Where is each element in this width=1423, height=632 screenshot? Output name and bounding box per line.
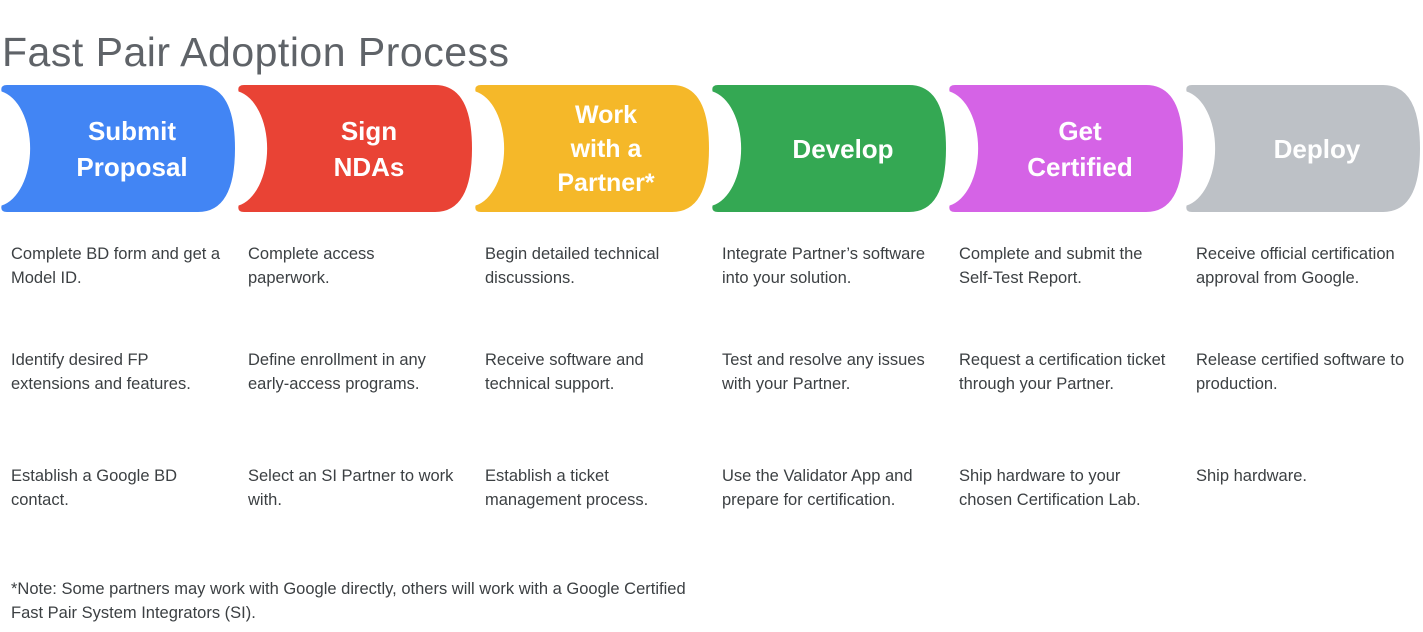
- step-text: Use the Validator App and prepare for ce…: [722, 467, 913, 509]
- stage-arrow-shape: [1, 85, 236, 212]
- process-stages-row: Submit Proposal Sign NDAs Work with a Pa…: [0, 85, 1423, 212]
- step-text: Release certified software to production…: [1196, 351, 1405, 393]
- stage-shape-path: [1, 85, 236, 212]
- stage-shape-path: [1186, 85, 1420, 212]
- stage-develop: Develop: [711, 85, 948, 212]
- stage-work-with-partner: Work with a Partner*: [474, 85, 711, 212]
- stage-arrow-shape: [238, 85, 472, 212]
- stage-shape-path: [949, 85, 1183, 212]
- stage-shape-path: [712, 85, 946, 212]
- stage-label: Develop: [792, 133, 894, 164]
- step-text: Ship hardware.: [1196, 467, 1307, 485]
- stage-get-certified: Get Certified: [948, 85, 1185, 212]
- stage-label: Work with a Partner*: [557, 100, 655, 197]
- step-text: Identify desired FP extensions and featu…: [11, 351, 191, 393]
- stage-deploy: Deploy: [1185, 85, 1422, 212]
- stage-sign-ndas: Sign NDAs: [237, 85, 474, 212]
- stage-label: Sign NDAs: [333, 115, 405, 182]
- step-text: Receive official certification approval …: [1196, 245, 1395, 287]
- stage-arrow-shape: [475, 85, 709, 212]
- step-text: Define enrollment in any early-access pr…: [248, 351, 426, 393]
- stage-label: Get Certified: [1027, 115, 1133, 182]
- step-text: Establish a Google BD contact.: [11, 467, 178, 509]
- page-title: Fast Pair Adoption Process: [2, 29, 510, 76]
- step-text: Select an SI Partner to work with.: [248, 467, 454, 509]
- step-text: Test and resolve any issues with your Pa…: [722, 351, 925, 393]
- stage-label: Submit Proposal: [76, 115, 188, 182]
- stage-arrow-shape: [949, 85, 1183, 212]
- step-text: Request a certification ticket through y…: [959, 351, 1166, 393]
- step-text: Receive software and technical support.: [485, 351, 644, 393]
- stage-steps-grid: Complete BD form and get a Model ID. Com…: [0, 243, 1422, 512]
- stage-label: Deploy: [1273, 133, 1361, 164]
- step-text: Complete and submit the Self-Test Report…: [959, 245, 1143, 287]
- stage-shape-path: [475, 85, 709, 212]
- step-text: Establish a ticket management process.: [485, 467, 649, 509]
- step-text: Complete BD form and get a Model ID.: [11, 245, 221, 287]
- stage-submit-proposal: Submit Proposal: [0, 85, 237, 212]
- step-text: Ship hardware to your chosen Certificati…: [959, 467, 1141, 509]
- step-text: Complete access paperwork.: [248, 245, 375, 287]
- step-text: Integrate Partner’s software into your s…: [722, 245, 925, 287]
- stage-arrow-shape: [1186, 85, 1420, 212]
- footnote: *Note: Some partners may work with Googl…: [11, 580, 686, 622]
- step-text: Begin detailed technical discussions.: [485, 245, 660, 287]
- stage-arrow-shape: [712, 85, 946, 212]
- stage-shape-path: [238, 85, 472, 212]
